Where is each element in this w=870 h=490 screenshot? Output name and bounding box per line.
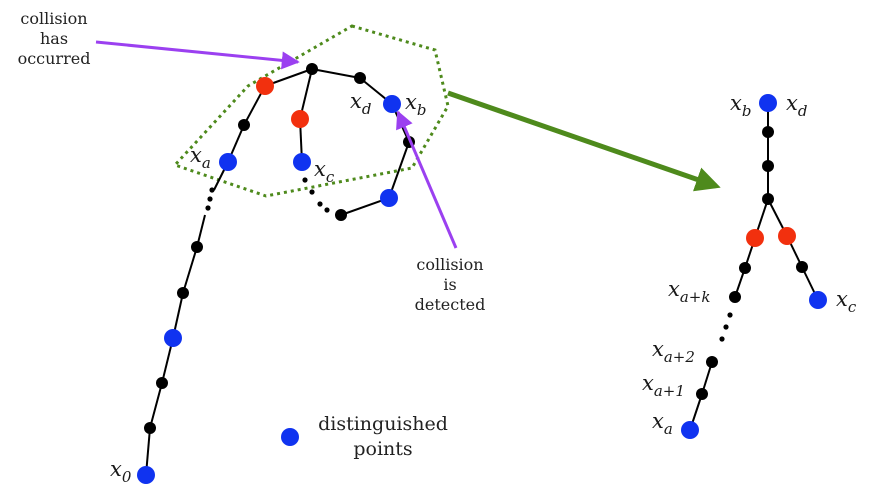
node-merge xyxy=(306,63,318,75)
label-xa-left: xa xyxy=(190,143,211,172)
node-xb-xd xyxy=(383,95,401,113)
node-xa2 xyxy=(706,356,718,368)
node xyxy=(762,160,774,172)
collision-detected-arrow xyxy=(396,110,458,249)
legend-label: distinguished points xyxy=(300,412,466,462)
collision-occurred-line: collision xyxy=(20,9,88,28)
node-collision xyxy=(746,229,764,247)
collision-detected-line: is xyxy=(443,275,457,294)
node-collision xyxy=(778,227,796,245)
node-xc xyxy=(809,291,827,309)
label-xc-right: xc xyxy=(836,287,857,316)
right-ellipsis-dots xyxy=(719,312,733,342)
label-xa1: xa+1 xyxy=(642,371,685,400)
label-xd-left: xd xyxy=(350,89,371,118)
zoom-arrow xyxy=(447,90,721,192)
collision-occurred-note: collision has occurred xyxy=(6,9,102,69)
node-x0 xyxy=(137,466,155,484)
label-xb-right: xb xyxy=(730,91,751,120)
collision-occurred-line: has xyxy=(39,29,69,48)
detection-region-outline xyxy=(172,24,450,198)
label-xd-right: xd xyxy=(786,91,807,120)
label-xb-left: xb xyxy=(405,90,426,119)
math-labels: x0 xa xc xd xb xb xd xa+k xc xa+2 xa+1 xa xyxy=(110,89,857,486)
node xyxy=(335,209,347,221)
label-xak: xa+k xyxy=(668,277,710,306)
node xyxy=(177,287,189,299)
node-xa xyxy=(681,421,699,439)
collision-detected-line: detected xyxy=(414,295,486,314)
collision-detected-note: collision is detected xyxy=(402,255,498,315)
node xyxy=(762,126,774,138)
node xyxy=(354,72,366,84)
collision-detected-line: collision xyxy=(416,255,484,274)
node-collision xyxy=(256,77,274,95)
node-xa1 xyxy=(696,388,708,400)
node-xc xyxy=(293,153,311,171)
node xyxy=(238,119,250,131)
node-merge xyxy=(762,193,774,205)
node xyxy=(191,241,203,253)
label-xa-right: xa xyxy=(652,409,673,438)
node-collision xyxy=(291,110,309,128)
node-xa xyxy=(219,153,237,171)
legend-label-line: points xyxy=(353,438,413,460)
node xyxy=(796,261,808,273)
collision-occurred-arrow xyxy=(95,40,300,70)
right-walk-nodes xyxy=(681,94,827,439)
collision-occurred-line: occurred xyxy=(17,49,91,68)
left-walk-nodes xyxy=(137,63,415,484)
label-x0: x0 xyxy=(110,457,132,486)
node xyxy=(156,377,168,389)
node-xb-xd xyxy=(759,94,777,112)
label-xa2: xa+2 xyxy=(652,337,695,366)
left-ellipsis-dots xyxy=(205,177,330,213)
legend-distinguished-dot xyxy=(281,428,299,446)
node xyxy=(739,262,751,274)
node xyxy=(144,422,156,434)
node-distinguished xyxy=(164,329,182,347)
node-xak xyxy=(729,291,741,303)
node-distinguished xyxy=(380,189,398,207)
legend-label-line: distinguished xyxy=(318,413,448,435)
label-xc-left: xc xyxy=(314,157,335,186)
